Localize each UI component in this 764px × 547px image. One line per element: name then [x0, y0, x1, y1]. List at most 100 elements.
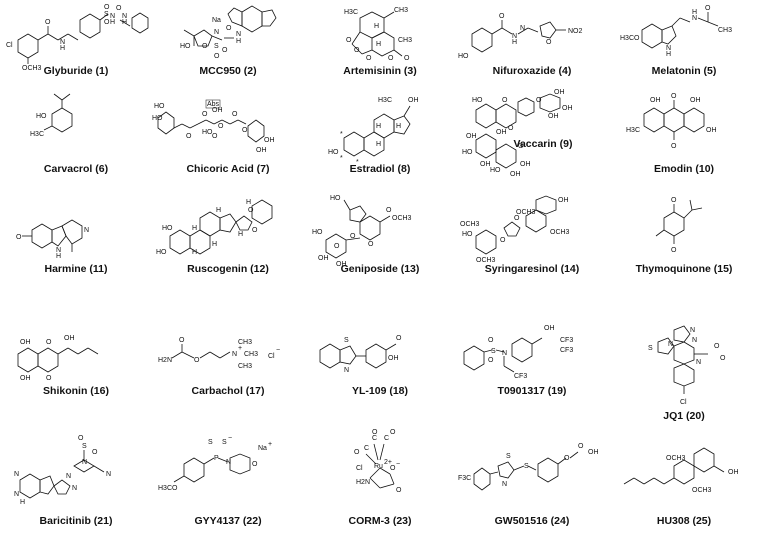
atom-label: Cl [6, 42, 13, 49]
structure-harmine: O N H N [16, 219, 89, 260]
structure-emodin: OH O OH H3C O OH [626, 93, 717, 150]
atom-label: S [491, 348, 496, 355]
atom-label: O [212, 133, 218, 140]
atom-label: 2+ [384, 459, 392, 466]
atom-label: O [346, 37, 352, 44]
atom-label: HO [152, 115, 163, 122]
atom-label: H2N [356, 479, 370, 486]
compound-yl-109: S N O OH YL-109 (18) [304, 320, 456, 429]
atom-label: N [82, 459, 87, 466]
atom-label: HO [312, 229, 323, 236]
atom-label: H [374, 23, 379, 30]
atom-label: HO [162, 225, 173, 232]
atom-label: O [396, 335, 402, 342]
structure-melatonin: H3CO N H N H CH3 O [620, 5, 732, 58]
atom-label: OCH3 [392, 215, 412, 222]
atom-label: H [692, 9, 697, 16]
atom-label: OCH3 [22, 65, 42, 72]
atom-label: Na [258, 445, 267, 452]
atom-label: O [214, 53, 220, 60]
atom-label: H [238, 231, 243, 238]
atom-label: CF3 [560, 347, 573, 354]
compound-label: Nifuroxazide (4) [492, 65, 572, 77]
atom-label: OH [690, 97, 701, 104]
atom-label: CH3 [394, 7, 408, 14]
atom-label: H2N [158, 357, 172, 364]
atom-label: O [248, 207, 254, 214]
compound-geniposide: HO OCH3 O O HO O O OH OH Geniposide (13) [304, 190, 456, 299]
atom-label: H [666, 51, 671, 58]
compound-t0901317: O O S N OH CF3 CF3 CF3 T0901317 (19) [456, 320, 608, 429]
atom-label: O [546, 39, 552, 46]
compound-label: Emodin (10) [653, 163, 715, 175]
atom-label: OH [256, 147, 267, 154]
atom-label: O [46, 339, 52, 346]
atom-label: S [524, 463, 529, 470]
atom-label: N [696, 359, 701, 366]
atom-label: Abs [207, 101, 220, 108]
atom-label: N [502, 481, 507, 488]
atom-label: O [186, 133, 192, 140]
atom-label: O [386, 207, 392, 214]
atom-label: H3C [626, 127, 640, 134]
atom-label: N [66, 473, 71, 480]
atom-label: OH [64, 335, 75, 342]
compound-label: Chicoric Acid (7) [186, 163, 270, 175]
atom-label: H [60, 45, 65, 52]
compound-label: Syringaresinol (14) [484, 263, 580, 275]
atom-label: S [344, 337, 349, 344]
atom-label: O [404, 55, 410, 62]
compound-label: GW501516 (24) [494, 515, 570, 527]
atom-label: Na [212, 17, 221, 24]
atom-label: O [518, 143, 524, 150]
atom-label: N [520, 25, 525, 32]
atom-label: O [218, 123, 224, 130]
compound-label: Vaccarin (9) [513, 138, 573, 150]
atom-label: OH [388, 355, 399, 362]
atom-label: O [705, 5, 711, 12]
compound-harmine: O N H N Harmine (11) [0, 190, 152, 299]
compound-nifuroxazide: HO O N H N O NO2 Nifuroxazide (4) [456, 0, 608, 109]
atom-label: O [390, 465, 396, 472]
atom-label: OH [650, 97, 661, 104]
atom-label: O [179, 337, 185, 344]
atom-label: O [366, 55, 372, 62]
atom-label: S [208, 439, 213, 446]
atom-label: S [222, 439, 227, 446]
atom-label: O [500, 237, 506, 244]
compound-label: Estradiol (8) [349, 163, 411, 175]
atom-label: HO [330, 195, 341, 202]
structure-glyburide: Cl O OCH3 N H S O O N H O N H [6, 4, 149, 72]
atom-label: N [232, 351, 237, 358]
atom-label: N [692, 15, 697, 22]
atom-label: O [488, 357, 494, 364]
atom-label: O [388, 55, 394, 62]
compound-label: Thymoquinone (15) [635, 263, 733, 275]
atom-label: OCH3 [460, 221, 480, 228]
atom-label: HO [180, 43, 191, 50]
atom-label: O [488, 337, 494, 344]
atom-label: O [45, 19, 51, 26]
compound-label: Geniposide (13) [340, 263, 420, 275]
atom-label: Cl [356, 465, 363, 472]
atom-label: O [350, 233, 356, 240]
atom-label: N [106, 471, 111, 478]
atom-label: Ru [374, 463, 383, 470]
compound-carbachol: O H2N O N + CH3 CH3 CH3 Cl − Carbachol (… [152, 320, 304, 429]
atom-label: − [396, 461, 400, 468]
atom-label: O [671, 143, 677, 150]
atom-label: HO [328, 149, 339, 156]
atom-label: + [268, 441, 272, 448]
compound-label: Ruscogenin (12) [187, 263, 269, 275]
atom-label: OH [554, 89, 565, 96]
compound-syringaresinol: OCH3 OCH3 HO OCH3 O O OCH3 OH Syringares… [456, 190, 608, 299]
atom-label: OH [212, 107, 223, 114]
atom-label: O [508, 125, 514, 132]
structure-baricitinib: O S O N N N N N H N [14, 435, 111, 506]
atom-label: O [232, 111, 238, 118]
atom-label: O [16, 234, 22, 241]
compound-label: Artemisinin (3) [343, 65, 417, 77]
atom-label: OH [544, 325, 555, 332]
compound-label: MCC950 (2) [199, 65, 257, 77]
